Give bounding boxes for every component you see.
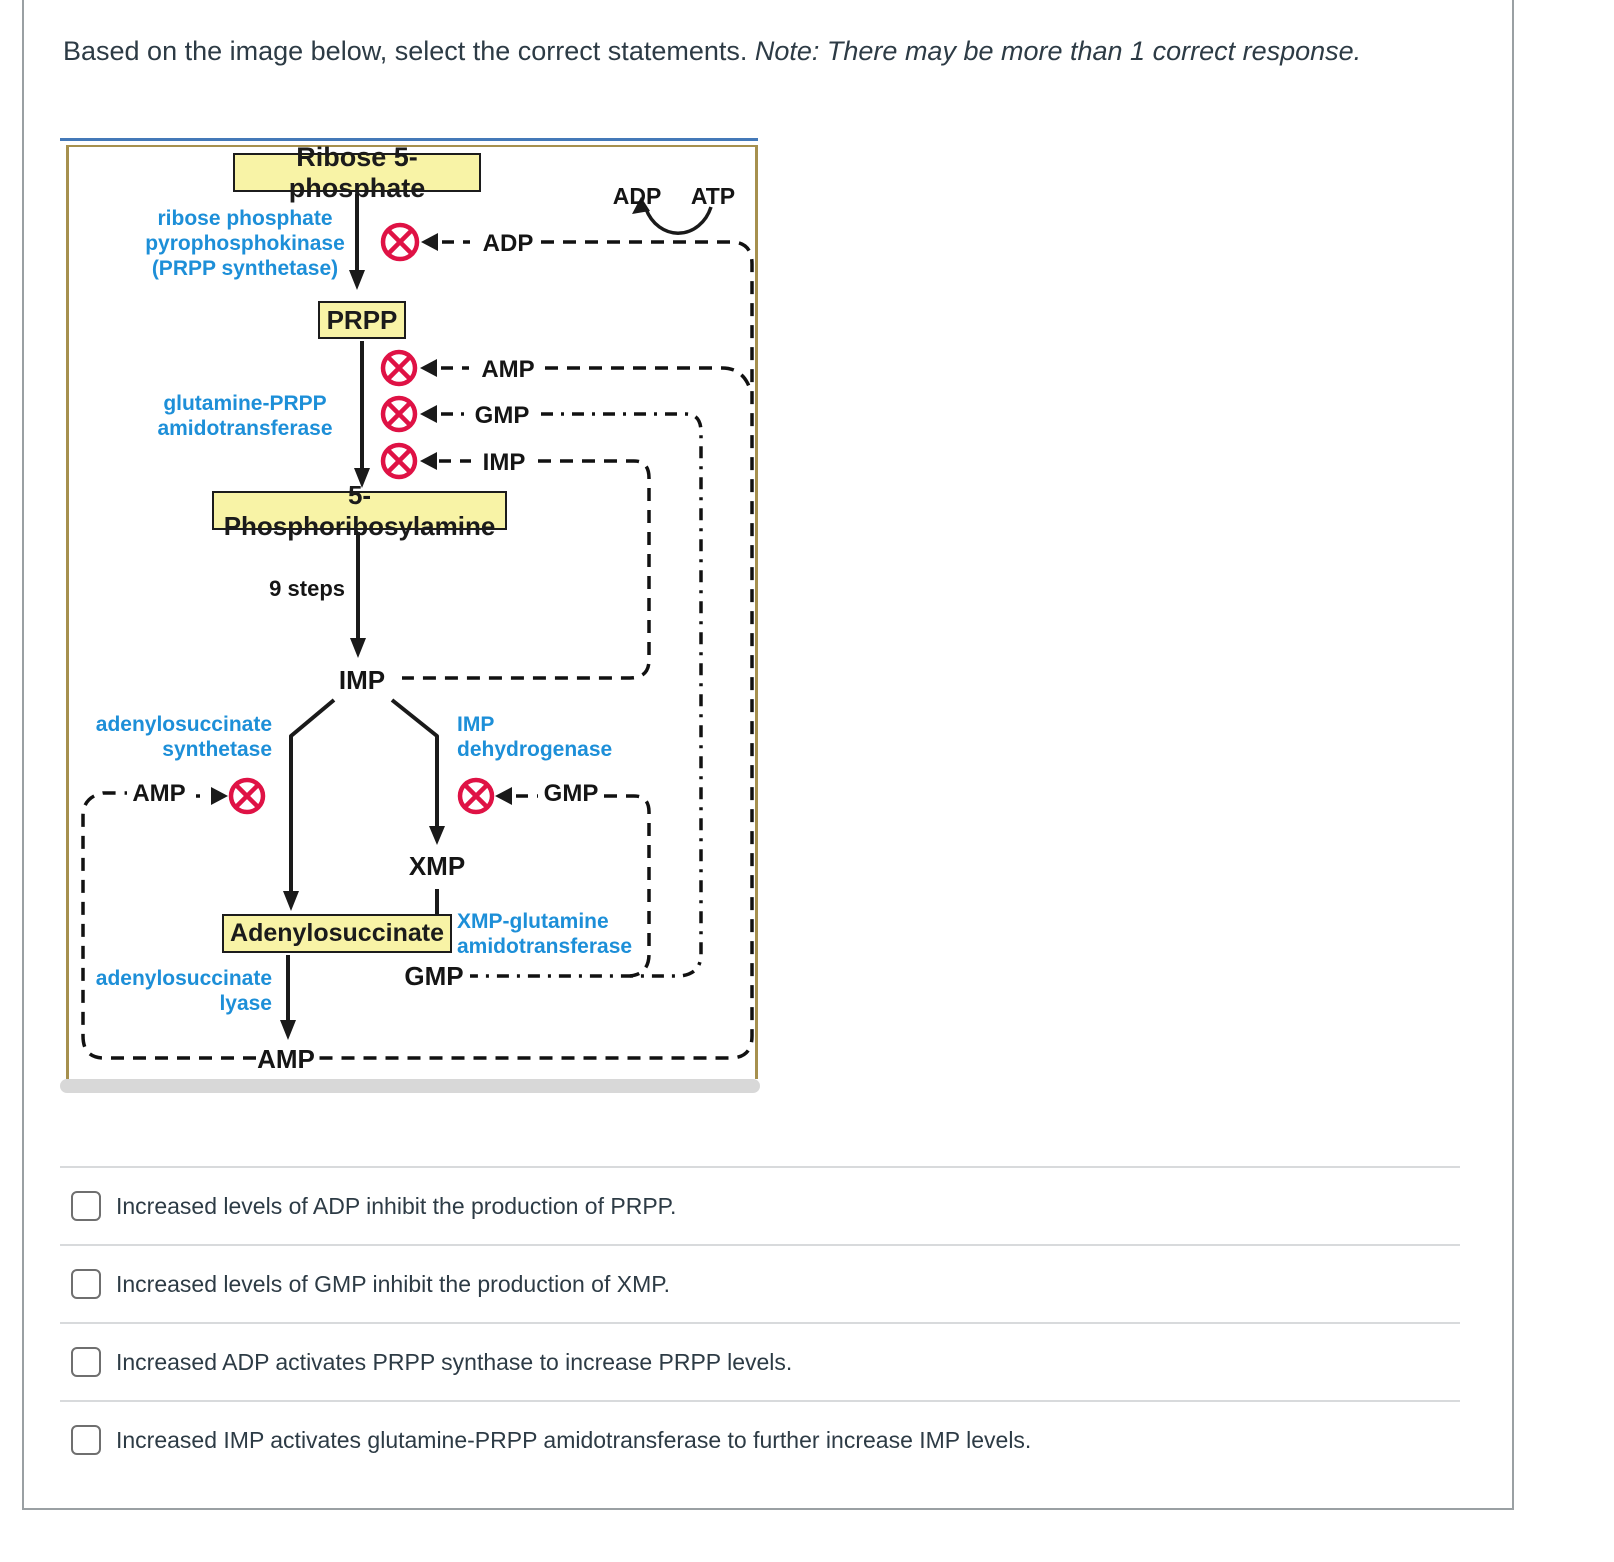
label-gmp-feedback-right: GMP (543, 780, 599, 807)
label-imp-inhibitor: IMP (482, 449, 526, 476)
box-5-phosphoribosylamine: 5-Phosphoribosylamine (212, 480, 507, 541)
label-adp-cycle: ADP (612, 183, 662, 209)
content-card-border (22, 0, 1514, 1510)
feedback-dashed-lines (81, 240, 754, 1060)
enzyme-adenylosuccinate-lyase: adenylosuccinate lyase (95, 967, 272, 1015)
figure-bottom-shadow (60, 1079, 760, 1093)
answer-options: Increased levels of ADP inhibit the prod… (60, 1166, 1460, 1478)
option-1-checkbox[interactable] (71, 1191, 101, 1221)
inhibition-symbols (228, 222, 495, 815)
enzyme-xmp-glutamine-amidotransferase: XMP-glutamine amidotransferase (457, 910, 633, 958)
option-3-checkbox[interactable] (71, 1347, 101, 1377)
option-row-3[interactable]: Increased ADP activates PRPP synthase to… (60, 1322, 1460, 1400)
option-row-2[interactable]: Increased levels of GMP inhibit the prod… (60, 1244, 1460, 1322)
enzyme-glutamine-prpp-amidotransferase: glutamine-PRPP amidotransferase (157, 392, 333, 440)
box-adenylosuccinate: Adenylosuccinate (222, 914, 452, 953)
option-4-label: Increased IMP activates glutamine-PRPP a… (116, 1426, 1032, 1453)
question-text-note: Note: There may be more than 1 correct r… (754, 36, 1362, 66)
inhibit-adenylosuccinate-synthetase-icon (228, 777, 266, 815)
option-3-label: Increased ADP activates PRPP synthase to… (116, 1348, 793, 1375)
enzyme-prpp-synthetase: ribose phosphate pyrophosphokinase (PRPP… (145, 207, 345, 280)
option-2-label: Increased levels of GMP inhibit the prod… (116, 1270, 671, 1297)
inhibit-imp-dehydrogenase-icon (457, 777, 495, 815)
pathway-arrows (280, 194, 445, 1040)
label-9-steps: 9 steps (269, 576, 345, 601)
option-row-1[interactable]: Increased levels of ADP inhibit the prod… (60, 1166, 1460, 1244)
label-atp-cycle: ATP (690, 183, 736, 209)
atp-adp-cycle-arrow (632, 197, 713, 235)
inhibit-amidotransferase-gmp-icon (380, 395, 418, 433)
pathway-diagram-art (81, 194, 754, 1060)
option-1-label: Increased levels of ADP inhibit the prod… (116, 1192, 677, 1219)
inhibit-amidotransferase-imp-icon (380, 442, 418, 480)
inhibit-prpp-synthetase-icon (380, 222, 420, 262)
label-adp-inhibitor: ADP (482, 230, 534, 257)
inhibition-arrowheads (211, 233, 512, 805)
label-imp-mid: IMP (338, 665, 386, 695)
enzyme-imp-dehydrogenase: IMP dehydrogenase (457, 713, 613, 761)
label-xmp: XMP (408, 851, 466, 881)
figure-top-rule (60, 138, 758, 141)
question-text: Based on the image below, select the cor… (63, 28, 1403, 75)
inhibit-amidotransferase-amp-icon (380, 349, 418, 387)
option-row-4[interactable]: Increased IMP activates glutamine-PRPP a… (60, 1400, 1460, 1478)
option-2-checkbox[interactable] (71, 1269, 101, 1299)
label-amp-feedback-left: AMP (132, 780, 186, 807)
option-4-checkbox[interactable] (71, 1425, 101, 1455)
label-amp-inhibitor: AMP (481, 356, 535, 383)
label-amp-bottom: AMP (257, 1044, 315, 1074)
box-ribose-5-phosphate: Ribose 5-phosphate (233, 142, 481, 203)
box-prpp: PRPP (318, 301, 406, 339)
label-gmp-bottom: GMP (404, 961, 464, 991)
label-gmp-inhibitor: GMP (474, 402, 530, 429)
question-text-regular: Based on the image below, select the cor… (63, 36, 755, 66)
enzyme-adenylosuccinate-synthetase: adenylosuccinate synthetase (95, 713, 272, 761)
